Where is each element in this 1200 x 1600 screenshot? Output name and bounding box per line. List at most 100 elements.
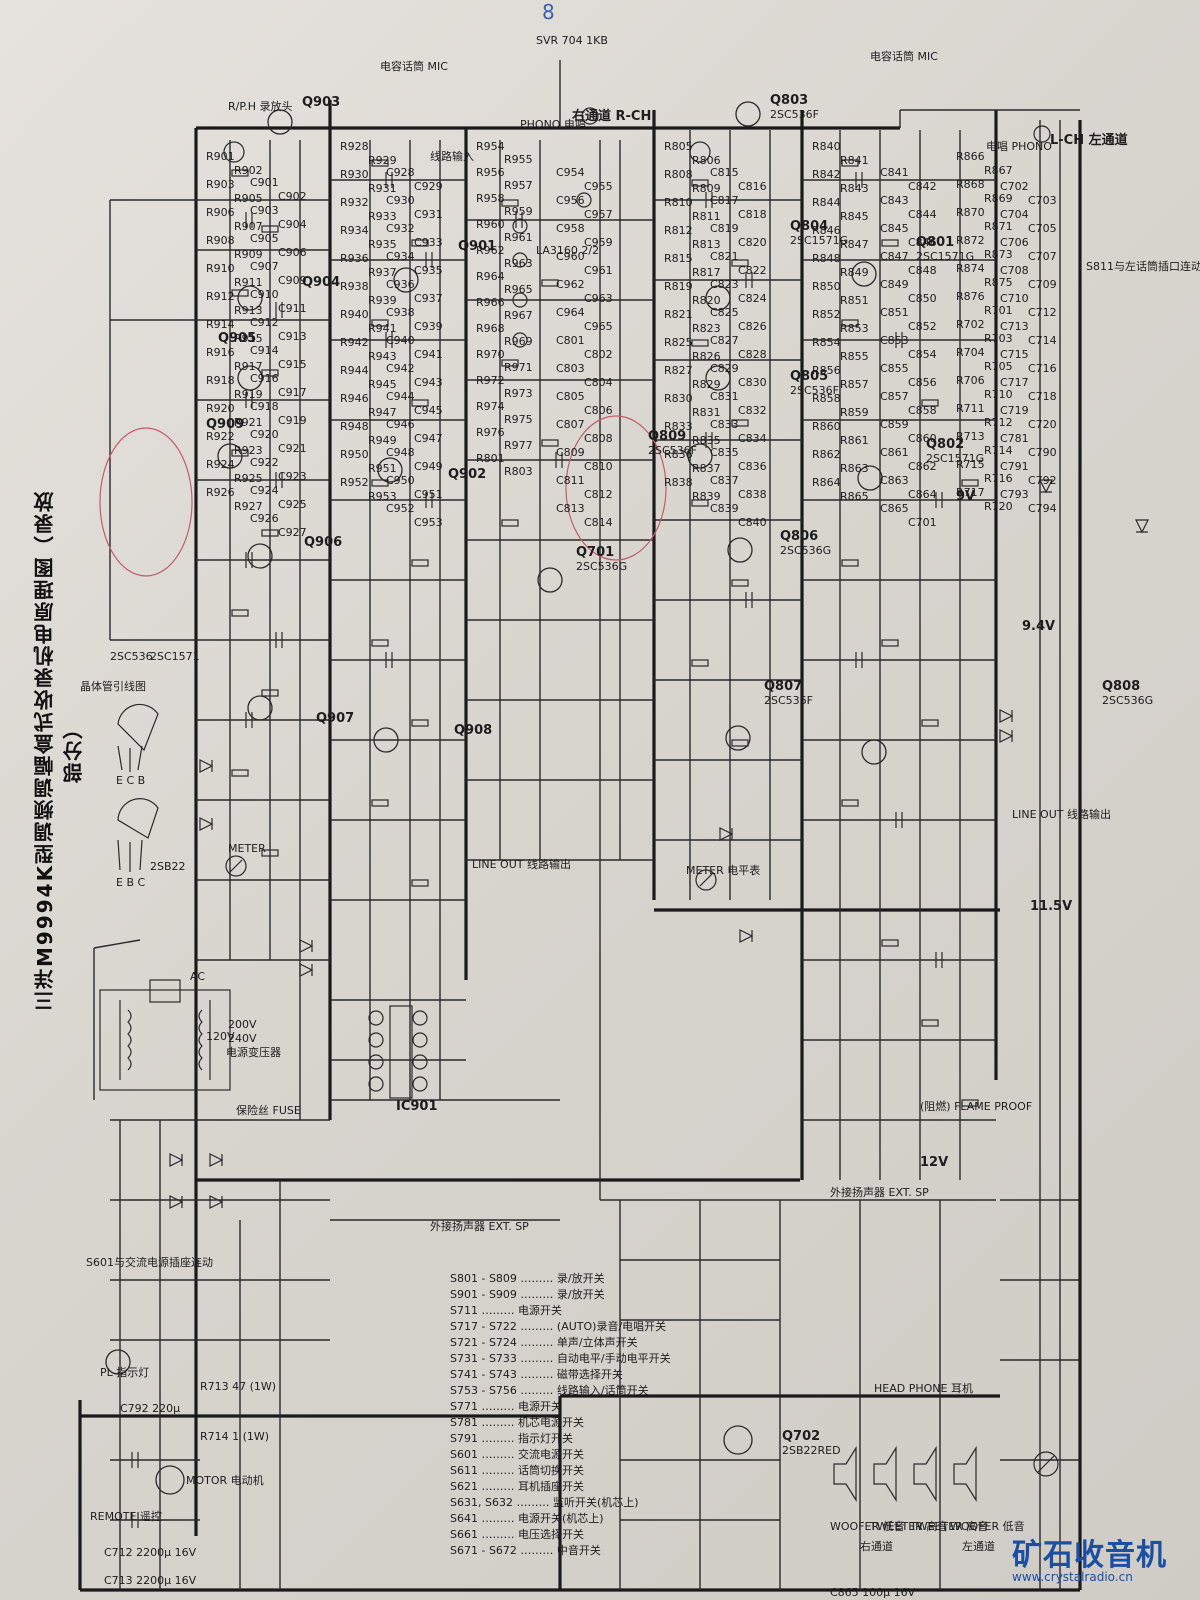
capacitor-label: C957 <box>584 208 613 221</box>
capacitor-label: C707 <box>1028 250 1057 263</box>
resistor-label: R909 <box>234 248 263 261</box>
resistor-label: R914 <box>206 318 235 331</box>
resistor-label: R801 <box>476 452 505 465</box>
switch-legend-line: S781 ……… 机芯电源开关 <box>450 1415 584 1429</box>
resistor-label: R703 <box>984 332 1013 345</box>
capacitor-label: C822 <box>738 264 767 277</box>
switch-legend-line: S741 - S743 ……… 磁带选择开关 <box>450 1367 623 1381</box>
capacitor-label: C912 <box>250 316 279 329</box>
v12-label: 12V <box>920 1155 948 1170</box>
resistor-label: R849 <box>840 266 869 279</box>
capacitor-label: C851 <box>880 306 909 319</box>
q806-part: 2SC536G <box>780 544 831 557</box>
resistor-label: R845 <box>840 210 869 223</box>
resistor-label: R906 <box>206 206 235 219</box>
pinout-2sc536: 2SC536 <box>110 650 153 663</box>
resistor-label: R844 <box>812 196 841 209</box>
capacitor-label: C848 <box>908 264 937 277</box>
capacitor-label: C910 <box>250 288 279 301</box>
resistor-label: R938 <box>340 280 369 293</box>
capacitor-label: C940 <box>386 334 415 347</box>
headphone-label: HEAD PHONE 耳机 <box>874 1381 973 1395</box>
q808-part: 2SC536G <box>1102 694 1153 707</box>
resistor-label: R925 <box>234 472 263 485</box>
v240-label: 240V <box>228 1032 257 1045</box>
capacitor-label: C715 <box>1000 348 1029 361</box>
resistor-label: R973 <box>504 387 533 400</box>
capacitor-label: C921 <box>278 442 307 455</box>
resistor-label: R857 <box>840 378 869 391</box>
resistor-label: R873 <box>984 248 1013 261</box>
q702-part: 2SB22RED <box>782 1444 841 1457</box>
resistor-label: R809 <box>692 182 721 195</box>
pinout-diagram <box>117 703 159 872</box>
capacitor-label: C934 <box>386 250 415 263</box>
capacitor-label: C791 <box>1000 460 1029 473</box>
resistor-label: R805 <box>664 140 693 153</box>
capacitor-label: C924 <box>250 484 279 497</box>
resistor-label: R859 <box>840 406 869 419</box>
capacitor-label: C914 <box>250 344 279 357</box>
capacitor-label: C834 <box>738 432 767 445</box>
capacitor-label: C913 <box>278 330 307 343</box>
q806-label: Q806 <box>780 529 818 544</box>
resistor-label: R919 <box>234 388 263 401</box>
line-out-left-label: LINE OUT 线路输出 <box>1012 807 1111 821</box>
resistor-label: R945 <box>368 378 397 391</box>
capacitor-label: C855 <box>880 362 909 375</box>
capacitor-label: C927 <box>278 526 307 539</box>
capacitor-label: C827 <box>710 334 739 347</box>
meter-left-label: METER 电平表 <box>686 863 760 877</box>
resistor-label: R953 <box>368 490 397 503</box>
switch-legend-line: S801 - S809 ……… 录/放开关 <box>450 1271 605 1285</box>
capacitor-label: C945 <box>414 404 443 417</box>
q901-label: Q901 <box>458 239 496 254</box>
capacitor-label: C805 <box>556 390 585 403</box>
capacitor-labels: C901C902C903C904C905C906C907C909C910C911… <box>250 166 1057 539</box>
resistor-label: R862 <box>812 448 841 461</box>
transistor-symbols <box>105 101 887 1495</box>
capacitor-label: C937 <box>414 292 443 305</box>
resistor-label: R922 <box>206 430 235 443</box>
capacitor-label: C809 <box>556 446 585 459</box>
transistor-labels: Q903 Q904 Q905 Q909 Q906 Q907 Q901 Q902 … <box>206 93 1153 1457</box>
capacitor-label: C704 <box>1000 208 1029 221</box>
capacitor-label: C942 <box>386 362 415 375</box>
q701-part: 2SC536G <box>576 560 627 573</box>
capacitor-label: C814 <box>584 516 613 529</box>
capacitor-label: C813 <box>556 502 585 515</box>
capacitor-label: C792 <box>1028 474 1057 487</box>
resistor-label: R869 <box>984 192 1013 205</box>
resistor-label: R950 <box>340 448 369 461</box>
resistor-label: R870 <box>956 206 985 219</box>
resistor-label: R853 <box>840 322 869 335</box>
resistor-label: R831 <box>692 406 721 419</box>
resistor-label: R975 <box>504 413 533 426</box>
resistor-label: R808 <box>664 168 693 181</box>
c792-label: C792 220μ <box>120 1402 180 1415</box>
resistor-label: R843 <box>840 182 869 195</box>
resistor-label: R936 <box>340 252 369 265</box>
resistor-label: R946 <box>340 392 369 405</box>
q907-label: Q907 <box>316 711 354 726</box>
capacitor-label: C938 <box>386 306 415 319</box>
capacitor-label: C961 <box>584 264 613 277</box>
r714-label: R714 1 (1W) <box>200 1430 269 1443</box>
capacitor-label: C713 <box>1000 320 1029 333</box>
capacitor-label: C950 <box>386 474 415 487</box>
switch-legend-line: S641 ……… 电源开关(机芯上) <box>450 1511 604 1525</box>
capacitor-label: C965 <box>584 320 613 333</box>
q803-label: Q803 <box>770 93 808 108</box>
s601-note: S601与交流电源插座连动 <box>86 1255 213 1269</box>
ext-speaker-left-label: 外接扬声器 EXT. SP <box>830 1185 929 1199</box>
capacitor-label: C932 <box>386 222 415 235</box>
resistor-label: R931 <box>368 182 397 195</box>
q909-label: Q909 <box>206 417 244 432</box>
capacitor-label: C909 <box>278 274 307 287</box>
resistor-label: R974 <box>476 400 505 413</box>
tweeter-right-label: TWEETER 高音 <box>869 1519 948 1533</box>
left-channel-speaker-label: 左通道 <box>962 1539 995 1553</box>
right-channel-label: 右通道 R-CH <box>571 108 651 124</box>
remote-label: REMOTE 遥控 <box>90 1509 162 1523</box>
capacitor-label: C954 <box>556 166 585 179</box>
